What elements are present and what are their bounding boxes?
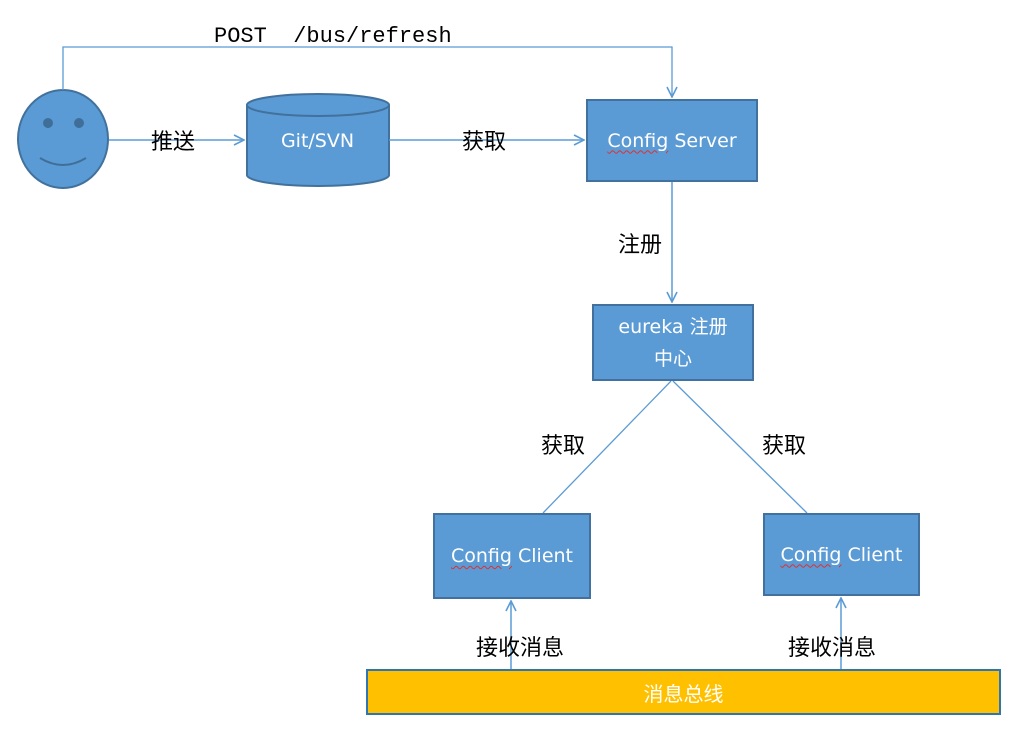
post-refresh-label: POST /bus/refresh — [214, 24, 452, 49]
fetch-label: 获取 — [462, 130, 507, 155]
receive-right-label: 接收消息 — [788, 636, 877, 661]
config-server-node: Config Server — [586, 99, 758, 182]
push-label: 推送 — [151, 130, 196, 155]
receive-left-label: 接收消息 — [476, 636, 565, 661]
eureka-label: eureka 注册 中心 — [618, 315, 728, 370]
register-label: 注册 — [618, 233, 663, 258]
git-svn-repository — [246, 93, 390, 187]
user-face-icon — [17, 89, 109, 189]
eureka-to-right-client-line — [672, 380, 808, 514]
git-svn-label: Git/SVN — [280, 130, 355, 152]
eureka-registry-node: eureka 注册 中心 — [592, 304, 754, 381]
fetch-left-label: 获取 — [541, 434, 586, 459]
config-client-right-node: Config Client — [763, 513, 920, 596]
post-connector — [62, 46, 672, 97]
message-bus: 消息总线 — [366, 669, 1001, 715]
config-client-left-label: Config Client — [450, 545, 574, 567]
config-client-right-label: Config Client — [780, 543, 903, 566]
config-client-left-node: Config Client — [433, 513, 591, 599]
fetch-right-label: 获取 — [762, 434, 807, 459]
eureka-to-left-client-line — [542, 380, 672, 514]
config-server-label: Config Server — [607, 129, 737, 152]
message-bus-label: 消息总线 — [643, 681, 724, 706]
